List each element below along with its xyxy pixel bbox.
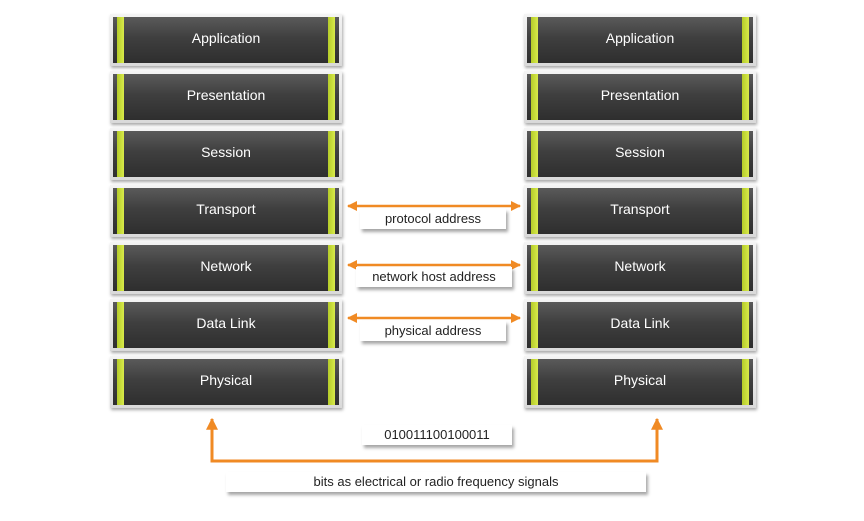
layer-label: Application: [191, 30, 261, 46]
physical-link-arrow: [206, 417, 663, 463]
layer-transport: Transport: [524, 185, 756, 237]
layer-label: Application: [605, 30, 675, 46]
layer-application: Application: [524, 14, 756, 66]
osi-stack-right: Application Presentation Session Transpo…: [524, 14, 756, 413]
layer-label: Physical: [613, 372, 667, 388]
layer-application: Application: [110, 14, 342, 66]
physical-signal-caption: bits as electrical or radio frequency si…: [226, 472, 646, 492]
layer-network: Network: [110, 242, 342, 294]
layer-label: Network: [200, 258, 252, 274]
layer-label: Transport: [610, 201, 670, 217]
layer-presentation: Presentation: [524, 71, 756, 123]
layer-label: Physical: [199, 372, 253, 388]
layer-session: Session: [524, 128, 756, 180]
layer-label: Presentation: [600, 87, 680, 103]
layer-physical: Physical: [110, 356, 342, 408]
layer-label: Presentation: [186, 87, 266, 103]
transport-link-label: protocol address: [360, 209, 506, 229]
layer-label: Transport: [196, 201, 256, 217]
layer-label: Network: [614, 258, 666, 274]
layer-presentation: Presentation: [110, 71, 342, 123]
layer-label: Data Link: [610, 315, 670, 331]
network-link-label: network host address: [356, 267, 512, 287]
bit-stream-label: 010011100100011: [362, 425, 512, 445]
osi-stack-left: Application Presentation Session Transpo…: [110, 14, 342, 413]
layer-data-link: Data Link: [110, 299, 342, 351]
layer-label: Data Link: [196, 315, 256, 331]
layer-network: Network: [524, 242, 756, 294]
layer-label: Session: [201, 144, 251, 160]
layer-label: Session: [615, 144, 665, 160]
layer-transport: Transport: [110, 185, 342, 237]
layer-data-link: Data Link: [524, 299, 756, 351]
layer-physical: Physical: [524, 356, 756, 408]
data-link-link-label: physical address: [360, 321, 506, 341]
layer-session: Session: [110, 128, 342, 180]
